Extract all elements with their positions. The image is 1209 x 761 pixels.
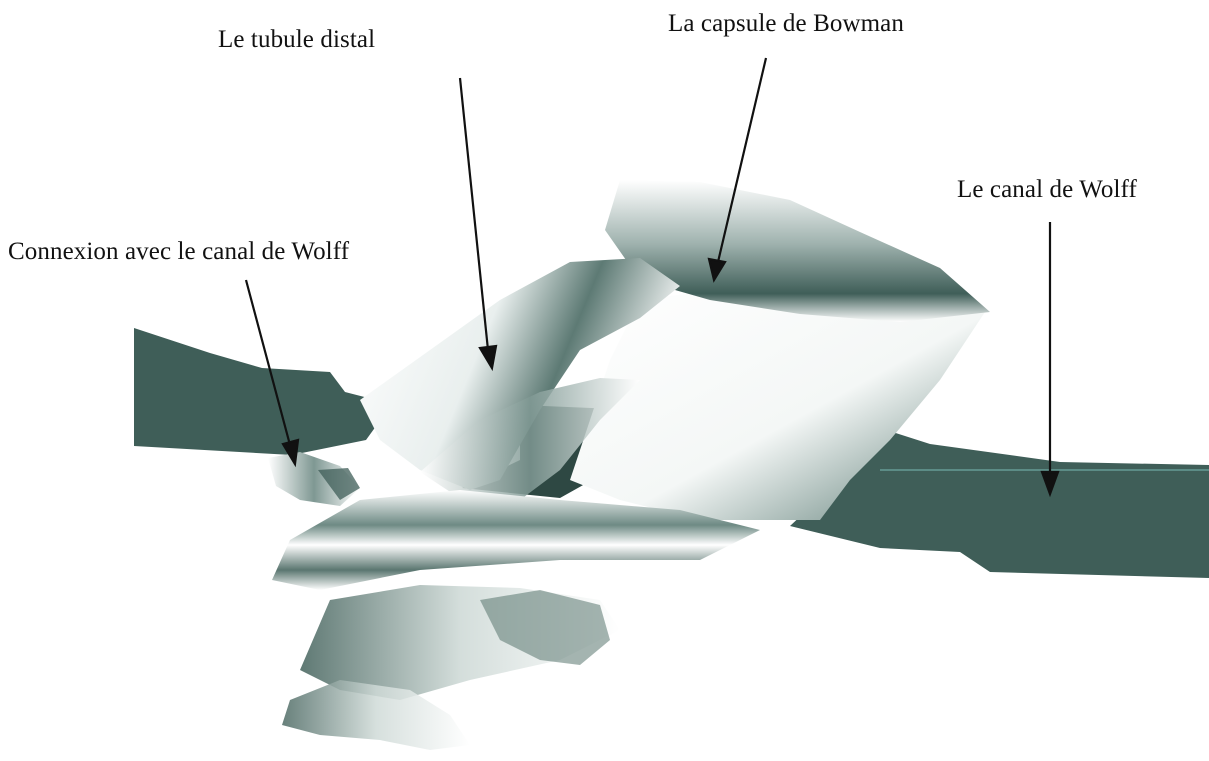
- distal-tubule-label: Le tubule distal: [218, 25, 375, 55]
- lower-strand-3: [282, 680, 470, 750]
- arrow-distal-tubule-shaft: [460, 78, 488, 350]
- wolffian-duct-label: Le canal de Wolff: [957, 175, 1137, 205]
- bowman-capsule-label: La capsule de Bowman: [668, 9, 904, 39]
- connection-label: Connexion avec le canal de Wolff: [8, 237, 349, 267]
